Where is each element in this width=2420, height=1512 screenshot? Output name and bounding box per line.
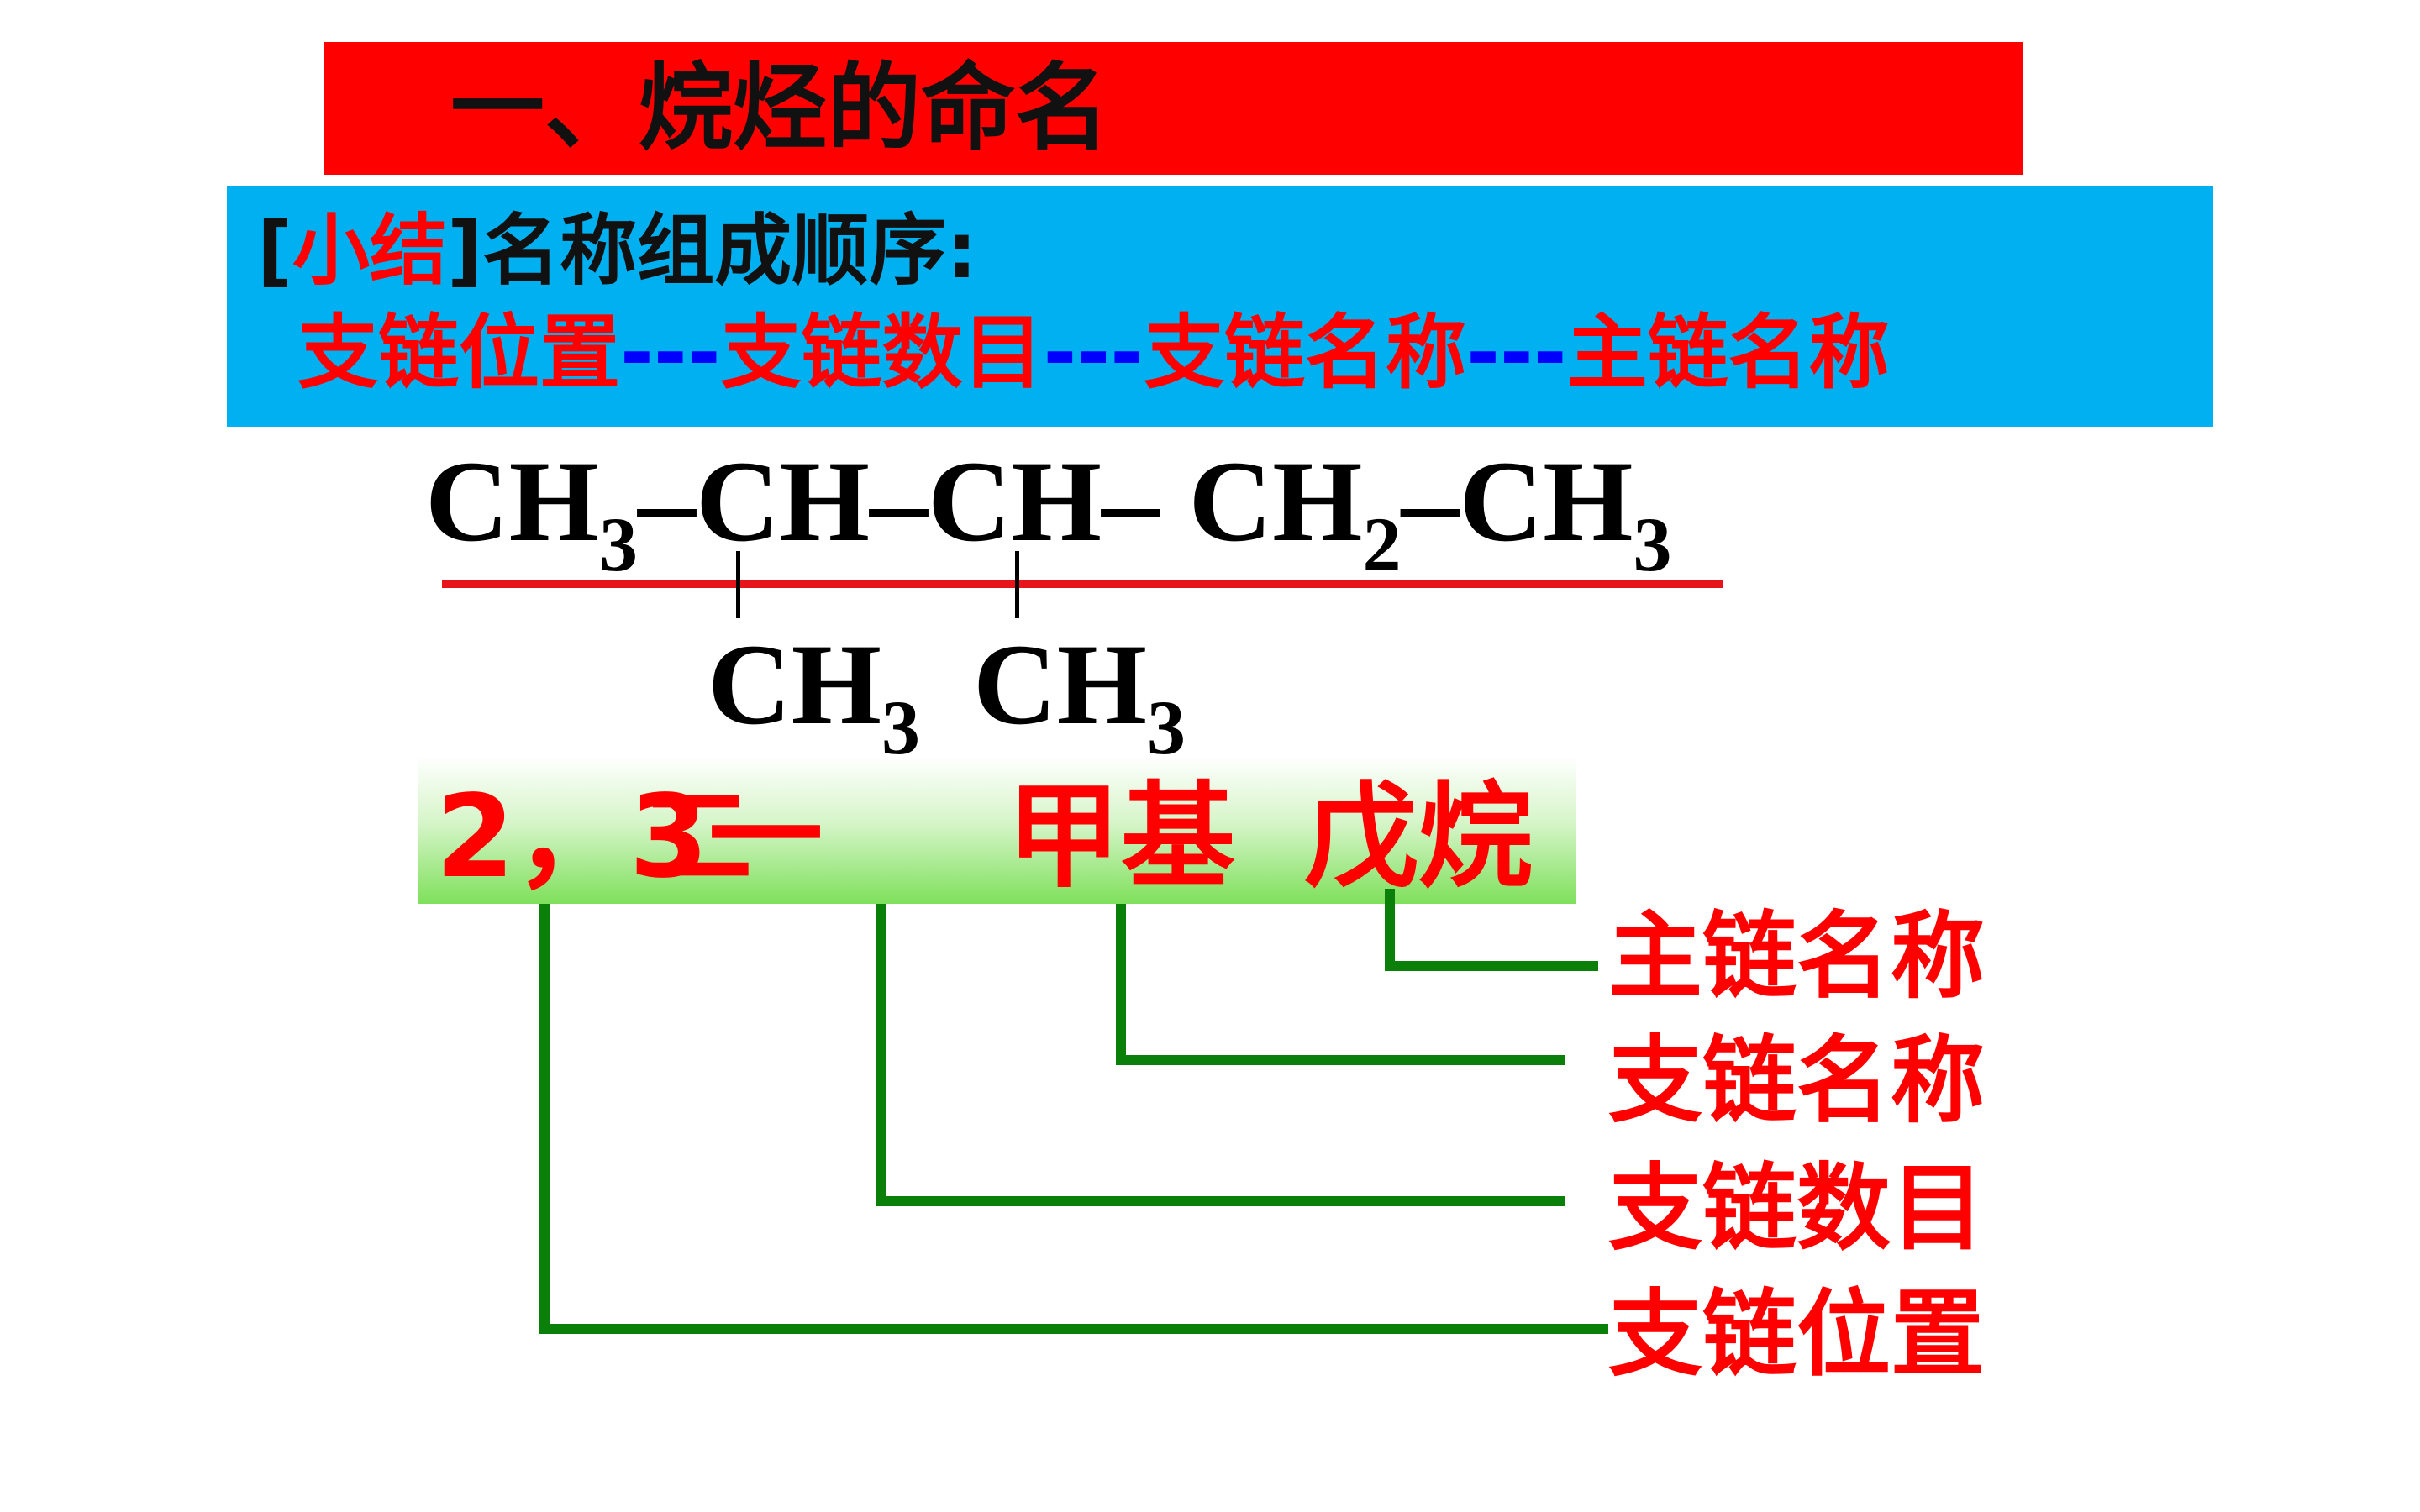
bond: –: [1401, 437, 1460, 565]
connector-branch-count: [876, 904, 1565, 1206]
connector-branch-position: [539, 904, 1608, 1334]
subscript: 3: [1147, 685, 1186, 770]
main-chain-underline: [442, 580, 1723, 588]
branch-bond: [736, 551, 740, 618]
label-main-chain-name: 主链名称: [1608, 902, 1985, 1011]
label-branch-count: 支链数目: [1608, 1154, 1985, 1263]
subscript: 3: [881, 685, 920, 770]
order-item: 主链名称: [1566, 306, 1890, 400]
order-item: 支链名称: [1144, 306, 1467, 400]
group-ch: CH: [696, 437, 870, 565]
group-ch3: CH: [973, 620, 1147, 748]
summary-heading: [小结]名称组成顺序:: [257, 205, 977, 297]
name-branch: 甲基: [1007, 771, 1235, 904]
order-item: 支链数目: [720, 306, 1044, 400]
group-ch2: CH: [1188, 437, 1363, 565]
bond: –: [870, 437, 928, 565]
bracket-open: [: [257, 206, 293, 296]
subscript: 3: [599, 501, 638, 587]
name-position: 2，3一: [435, 771, 823, 904]
branch-methyl-1: CH3: [708, 620, 920, 767]
connector-branch-name: [1116, 904, 1565, 1065]
label-branch-position: 支链位置: [1608, 1280, 1985, 1389]
summary-tag: 小结: [292, 206, 448, 296]
order-item: 支链位置: [297, 306, 620, 400]
order-separator: ---: [620, 306, 721, 400]
group-ch3: CH: [708, 620, 881, 748]
page-title: 一、烷烃的命名: [450, 54, 1109, 163]
group-ch: CH: [928, 437, 1102, 565]
bond: –: [638, 437, 696, 565]
group-ch3: CH: [1459, 437, 1634, 565]
branch-bond: [1015, 551, 1019, 618]
summary-label: 名称组成顺序:: [482, 206, 977, 296]
summary-box: [小结]名称组成顺序: 支链位置---支链数目---支链名称---主链名称: [227, 186, 2213, 427]
name-count: 二: [639, 771, 753, 904]
bond: –: [1102, 437, 1189, 565]
label-branch-name: 支链名称: [1608, 1026, 1985, 1136]
compound-name-box: 2，3一 二 甲基 戊烷: [418, 756, 1576, 904]
order-separator: ---: [1466, 306, 1567, 400]
bracket-close: ]: [447, 206, 483, 296]
subscript: 3: [1633, 501, 1672, 587]
group-ch3: CH: [425, 437, 599, 565]
order-separator: ---: [1043, 306, 1144, 400]
subscript: 2: [1362, 501, 1402, 587]
naming-order: 支链位置---支链数目---支链名称---主链名称: [297, 302, 1890, 403]
name-main-chain: 戊烷: [1304, 771, 1533, 904]
structural-formula-main-chain: CH3–CH–CH– CH2–CH3: [425, 437, 1672, 584]
title-bar: 一、烷烃的命名: [324, 42, 2023, 175]
connector-main-chain: [1385, 889, 1598, 971]
branch-methyl-2: CH3: [973, 620, 1186, 767]
